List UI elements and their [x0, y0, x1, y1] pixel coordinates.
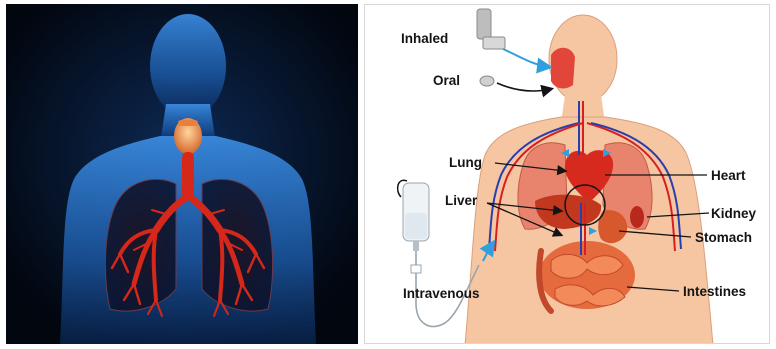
inhaler-device — [477, 9, 505, 49]
label-inhaled: Inhaled — [401, 31, 448, 46]
label-lung: Lung — [449, 155, 482, 170]
pill — [480, 76, 494, 86]
label-liver: Liver — [445, 193, 478, 208]
drug-routes-diagram-panel: Inhaled Oral Lung Liver Intravenous Hear… — [364, 4, 770, 344]
label-heart: Heart — [711, 168, 746, 183]
label-stomach: Stomach — [695, 230, 752, 245]
respiratory-illustration-panel — [6, 4, 358, 344]
label-intestines: Intestines — [683, 284, 746, 299]
kidney — [630, 206, 644, 228]
label-intravenous: Intravenous — [403, 286, 480, 301]
nasal-cavity — [551, 48, 575, 89]
drug-routes-diagram: Inhaled Oral Lung Liver Intravenous Hear… — [365, 5, 770, 344]
label-oral: Oral — [433, 73, 460, 88]
larynx — [174, 118, 202, 154]
respiratory-illustration — [6, 4, 358, 344]
trachea — [182, 152, 194, 198]
oral-arrow — [497, 83, 551, 91]
inhaled-arrow — [503, 49, 549, 67]
label-kidney: Kidney — [711, 206, 757, 221]
